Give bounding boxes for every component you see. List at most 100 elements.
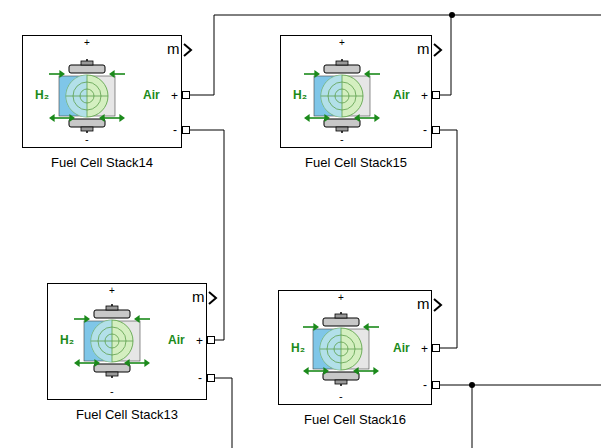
terminal-nub [336,127,348,131]
wire [440,385,601,386]
port-label: m [192,289,205,304]
block-name: Fuel Cell Stack16 [304,413,406,426]
fuel-cell-block: +H₂Air-m+-Fuel Cell Stack13 [47,283,207,400]
fuel-cell-block: +H₂Air-m+-Fuel Cell Stack14 [22,35,182,148]
port-terminal [432,344,440,352]
terminal-nub [81,61,93,65]
arrow-head [313,323,319,331]
port-label: m [417,296,430,311]
output-port-chevron [434,299,441,311]
port-terminal [207,336,215,344]
gas-label: H₂ [35,89,49,101]
block-name: Fuel Cell Stack14 [51,156,153,169]
terminal-nub [106,306,118,310]
terminal-sign: - [340,134,344,145]
terminal-sign: + [84,38,90,48]
electrode-plate [69,119,105,127]
port-terminal [432,381,440,389]
port-label: - [423,379,427,391]
arrow-head [304,114,310,122]
port-label: + [196,335,203,347]
arrow-head [124,359,130,367]
port-label: m [167,41,180,56]
gas-label: Air [393,342,410,354]
electrode-plate [324,65,360,73]
output-port-chevron [434,44,441,56]
port-terminal [182,126,190,134]
wire [472,385,473,448]
port-terminal [432,126,440,134]
fuel-cell-block: +H₂Air-m+-Fuel Cell Stack15 [280,35,432,148]
port-terminal [182,91,190,99]
arrow-head [354,114,360,122]
cell-disc [321,75,363,117]
junction-dot [469,382,475,388]
cell-cross [321,75,363,117]
port-label: + [171,90,178,102]
gas-label: Air [168,334,185,346]
port-label: - [173,124,177,136]
arrow-head [74,359,80,367]
terminal-sign: - [339,391,343,402]
arrow-head [69,114,75,122]
port-label: m [417,41,430,56]
output-port-chevron [209,292,216,304]
cell-cross [66,75,108,117]
terminal-nub [81,127,93,131]
gas-label: Air [143,89,160,101]
terminal-nub [335,380,347,384]
arrow-head [303,367,309,375]
electrode-plate [94,364,130,372]
terminal-sign: + [338,293,344,303]
fuel-cell-block: +H₂Air-m+-Fuel Cell Stack16 [278,290,432,405]
block-name: Fuel Cell Stack15 [305,156,407,169]
electrode-plate [94,310,130,318]
port-label: - [423,124,427,136]
arrow-head [49,114,55,122]
terminal-sign: - [85,134,89,145]
arrow-head [364,70,370,78]
arrow-head [353,367,359,375]
flow-heads [49,70,125,122]
flow-heads [74,315,150,367]
gas-label: H₂ [293,89,307,101]
cell-disc [66,75,108,117]
arrow-head [144,359,150,367]
electrode-plate [324,119,360,127]
cell-disc [320,328,362,370]
arrow-head [119,114,125,122]
output-port-chevron [184,44,191,56]
port-terminal [207,374,215,382]
terminal-sign: + [339,38,345,48]
cell-cross [91,320,133,362]
gas-label: H₂ [291,342,305,354]
flow-heads [303,323,379,375]
port-label: + [421,343,428,355]
arrow-head [323,367,329,375]
terminal-nub [335,314,347,318]
wire [215,378,232,448]
arrow-head [134,315,140,323]
arrow-head [109,70,115,78]
terminal-sign: - [110,386,114,397]
flow-heads [304,70,380,122]
gas-label: Air [393,89,410,101]
arrow-head [94,359,100,367]
terminal-nub [336,61,348,65]
flow-arrows [74,319,150,363]
electrode-plate [323,372,359,380]
terminal-nub [106,372,118,376]
wire [452,15,601,16]
port-terminal [432,91,440,99]
flow-arrows [304,74,380,118]
electrode-plate [69,65,105,73]
flow-arrows [303,327,379,371]
port-label: - [198,372,202,384]
arrow-head [373,367,379,375]
arrow-head [84,315,90,323]
gas-label: H₂ [60,334,74,346]
port-label: + [421,90,428,102]
arrow-head [59,70,65,78]
flow-arrows [49,74,125,118]
cell-cross [320,328,362,370]
